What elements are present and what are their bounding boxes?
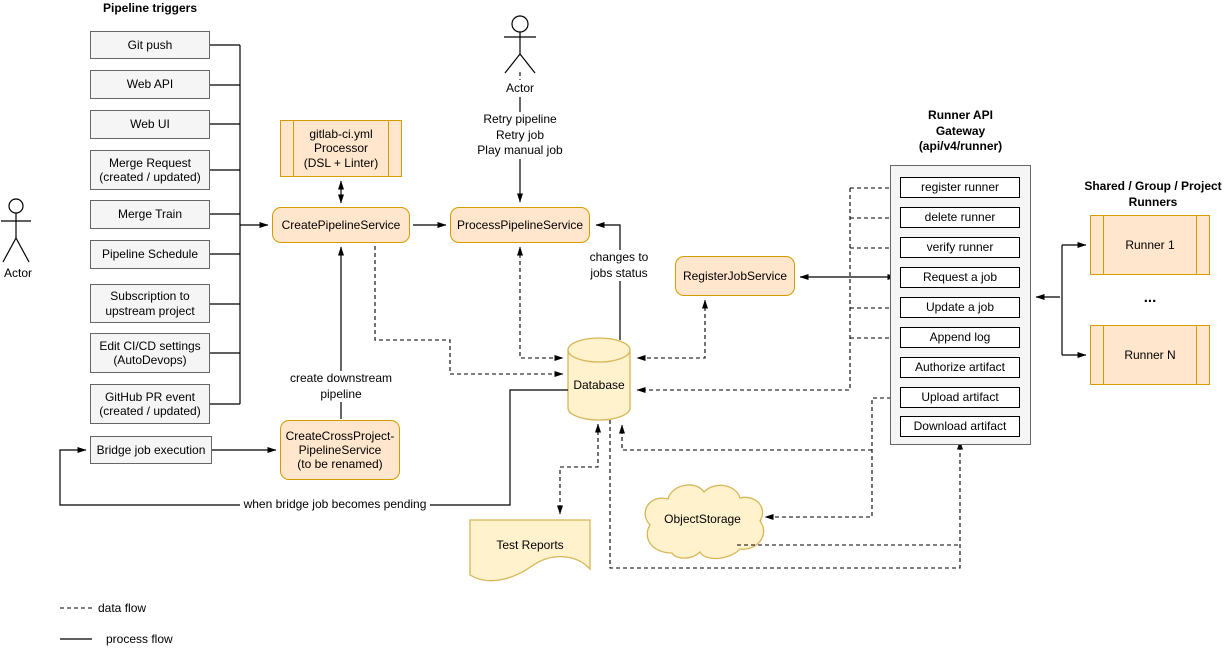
data-flow-lines	[60, 72, 963, 609]
database-label: Database	[573, 378, 625, 392]
left-actor-label: Actor	[3, 266, 32, 280]
gateway-delete-runner: delete runner	[900, 207, 1020, 228]
create-pipeline-service: CreatePipelineService	[272, 207, 410, 243]
gateway-append-log: Append log	[900, 327, 1020, 348]
gateway-authorize-artifact: Authorize artifact	[900, 357, 1020, 378]
trigger-merge-request: Merge Request (created / updated)	[90, 150, 210, 190]
process-pipeline-service: ProcessPipelineService	[450, 207, 590, 243]
trigger-web-ui: Web UI	[90, 110, 210, 139]
trigger-pipeline-schedule: Pipeline Schedule	[90, 240, 210, 269]
legend-data-flow: data flow	[98, 601, 147, 615]
when-bridge-pending-annotation: when bridge job becomes pending	[240, 497, 430, 513]
top-actor-label: Actor	[496, 81, 544, 97]
left-actor-figure	[1, 198, 31, 263]
gateway-register-runner: register runner	[900, 177, 1020, 198]
gateway-verify-runner: verify runner	[900, 237, 1020, 258]
trigger-merge-train: Merge Train	[90, 200, 210, 229]
changes-to-jobs-status-annotation: changes to jobs status	[585, 250, 653, 282]
runners-title: Shared / Group / Project Runners	[1084, 179, 1222, 209]
trigger-git-push: Git push	[90, 31, 210, 59]
process-flow-lines	[59, 44, 1087, 640]
gitlab-ci-yml-processor: gitlab-ci.yml Processor (DSL + Linter)	[280, 120, 402, 177]
runner-api-gateway-title: Runner API Gateway (api/v4/runner)	[918, 108, 1003, 154]
runner-1: Runner 1	[1090, 215, 1210, 275]
trigger-web-api: Web API	[90, 70, 210, 99]
object-storage-cloud	[644, 484, 765, 560]
create-cross-project-pipeline-service: CreateCrossProject- PipelineService (to …	[280, 420, 400, 480]
database-cylinder	[567, 337, 631, 421]
object-storage-label: ObjectStorage	[664, 512, 741, 526]
test-reports-document	[469, 519, 591, 582]
top-actor-figure	[504, 15, 536, 74]
create-downstream-pipeline-annotation: create downstream pipeline	[281, 371, 401, 403]
gateway-update-a-job: Update a job	[900, 297, 1020, 318]
trigger-subscription: Subscription to upstream project	[90, 284, 210, 323]
trigger-github-pr-event: GitHub PR event (created / updated)	[90, 384, 210, 424]
trigger-bridge-job-execution: Bridge job execution	[90, 436, 212, 464]
retry-annotation: Retry pipeline Retry job Play manual job	[455, 112, 585, 159]
trigger-edit-cicd-settings: Edit CI/CD settings (AutoDevops)	[90, 333, 210, 373]
legend-process-flow: process flow	[106, 632, 173, 646]
register-job-service: RegisterJobService	[675, 256, 795, 296]
gateway-download-artifact: Download artifact	[900, 416, 1020, 437]
gateway-request-a-job: Request a job	[900, 267, 1020, 288]
test-reports-label: Test Reports	[496, 538, 564, 552]
pipeline-triggers-title: Pipeline triggers	[102, 1, 198, 15]
runner-n: Runner N	[1090, 325, 1210, 385]
gateway-upload-artifact: Upload artifact	[900, 387, 1020, 408]
runners-ellipsis: ...	[1143, 289, 1157, 306]
